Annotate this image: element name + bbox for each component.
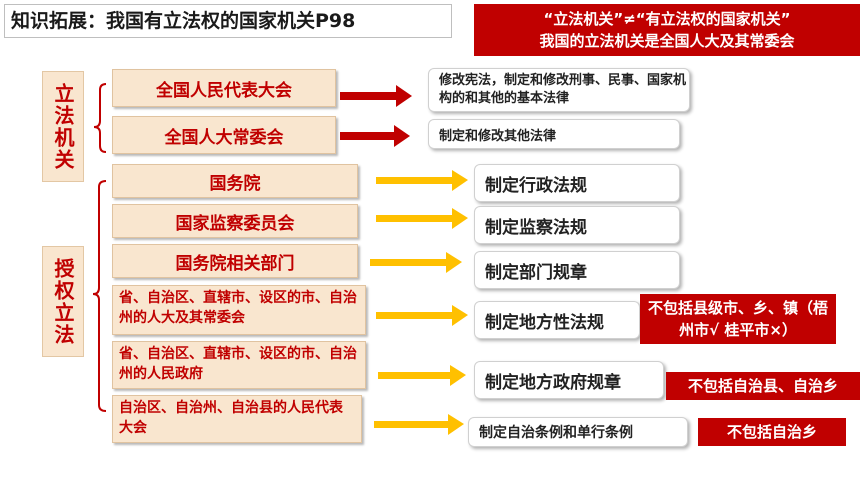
bracket-legislative — [93, 83, 107, 153]
body-supervisory-commission: 国家监察委员会 — [112, 204, 358, 238]
arrow-yellow-3 — [370, 252, 462, 273]
result-supervisory-regulations: 制定监察法规 — [474, 206, 680, 244]
arrow-yellow-1 — [376, 170, 468, 191]
body-npcsc: 全国人大常委会 — [112, 116, 336, 154]
body-state-council: 国务院 — [112, 164, 358, 198]
note-local-regulations: 不包括县级市、乡、镇（梧州市√ 桂平市×） — [640, 294, 836, 344]
note-line-1: “立法机关”≠“有立法权的国家机关” — [543, 10, 791, 28]
group-label-legislative: 立法机关 — [42, 71, 84, 182]
body-state-council-departments: 国务院相关部门 — [112, 244, 358, 278]
body-npc: 全国人民代表大会 — [112, 69, 336, 107]
page-title: 知识拓展：我国有立法权的国家机关P98 — [4, 4, 452, 38]
body-local-congress: 省、自治区、直辖市、设区的市、自治州的人大及其常委会 — [112, 285, 366, 335]
body-autonomous-congress: 自治区、自治州、自治县的人民代表大会 — [112, 395, 362, 443]
note-banner: “立法机关”≠“有立法权的国家机关” 我国的立法机关是全国人大及其常委会 — [474, 4, 860, 56]
result-local-regulations: 制定地方性法规 — [474, 301, 640, 339]
note-autonomous: 不包括自治乡 — [698, 418, 846, 446]
arrow-red-2 — [340, 125, 410, 147]
bracket-authorized — [92, 180, 107, 412]
result-npcsc: 制定和修改其他法律 — [428, 119, 680, 149]
arrow-yellow-2 — [376, 208, 468, 229]
note-local-gov-rules: 不包括自治县、自治乡 — [666, 372, 860, 400]
body-local-government: 省、自治区、直辖市、设区的市、自治州的人民政府 — [112, 341, 366, 389]
result-local-gov-rules: 制定地方政府规章 — [474, 361, 664, 399]
group-label-authorized: 授权立法 — [42, 246, 84, 357]
result-autonomous-regulations: 制定自治条例和单行条例 — [468, 417, 688, 447]
arrow-red-1 — [340, 85, 412, 107]
arrow-yellow-4 — [376, 305, 468, 326]
arrow-yellow-5 — [378, 365, 466, 386]
arrow-yellow-6 — [374, 414, 464, 435]
result-administrative-regulations: 制定行政法规 — [474, 164, 680, 202]
result-departmental-rules: 制定部门规章 — [474, 251, 680, 289]
result-npc: 修改宪法，制定和修改刑事、民事、国家机构的和其他的基本法律 — [428, 68, 690, 112]
note-line-2: 我国的立法机关是全国人大及其常委会 — [539, 32, 795, 50]
